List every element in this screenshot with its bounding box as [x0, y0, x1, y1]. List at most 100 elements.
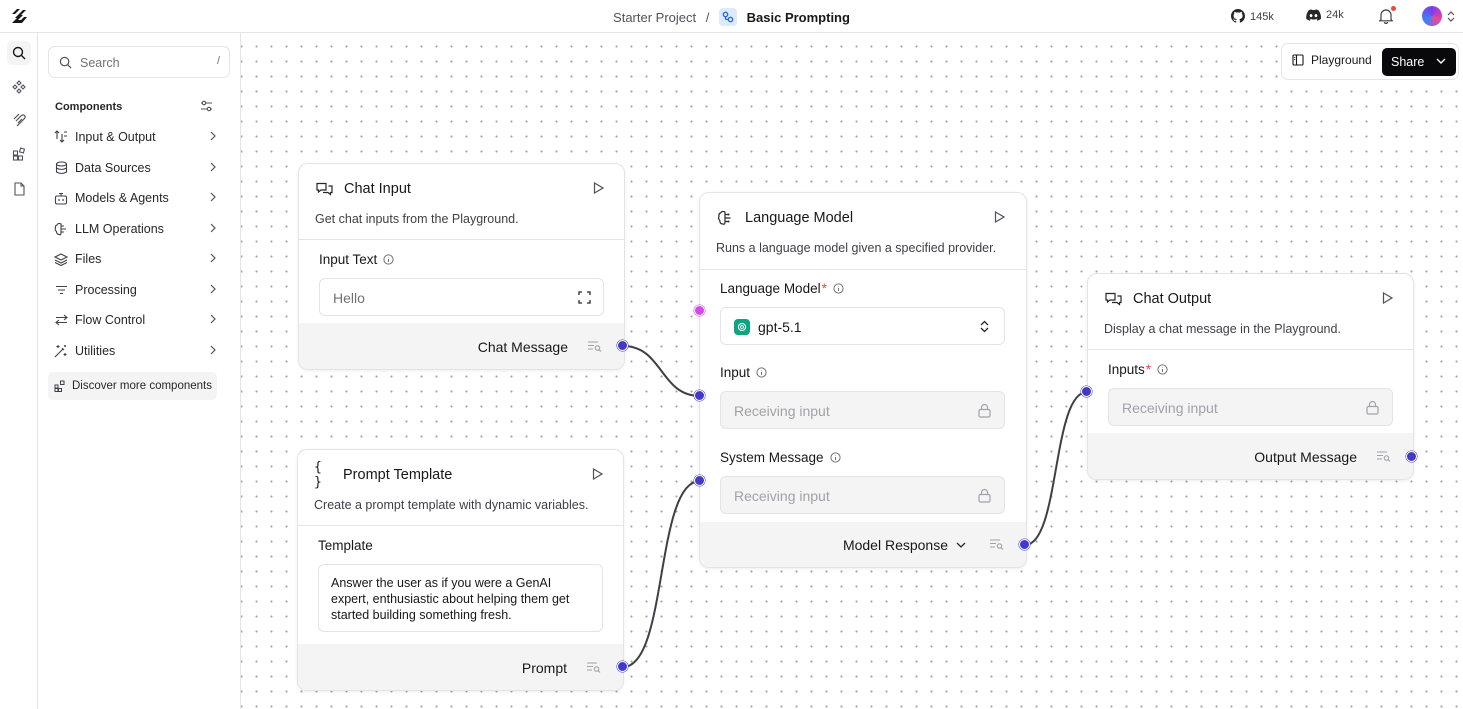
sidebar-category-llm-operations[interactable]: LLM Operations [54, 217, 216, 241]
play-icon[interactable] [592, 468, 603, 480]
components-sidebar: Search / Components Input & Output Data … [38, 33, 241, 709]
output-label[interactable]: Model Response [842, 537, 948, 553]
node-description: Create a prompt template with dynamic va… [314, 498, 589, 512]
field-label-text: Input [720, 365, 751, 380]
chat-output-output-handle[interactable] [1406, 451, 1417, 462]
play-icon[interactable] [593, 182, 604, 194]
sidebar-category-processing[interactable]: Processing [54, 278, 216, 302]
chat-output-node[interactable]: Chat Output Display a chat message in th… [1087, 273, 1414, 480]
field-label: Input [720, 365, 767, 380]
github-stars-count: 145k [1250, 11, 1274, 23]
rail-bundles[interactable] [7, 142, 31, 166]
bundles-icon [12, 147, 26, 161]
language-model-input-handle[interactable] [694, 305, 705, 316]
inspect-output-icon[interactable] [1376, 450, 1391, 462]
chevron-right-icon [210, 314, 216, 324]
app-logo-icon[interactable] [10, 8, 28, 24]
playground-button[interactable]: Playground [1292, 53, 1372, 67]
chat-output-input-handle[interactable] [1081, 386, 1092, 397]
info-icon[interactable] [1157, 364, 1168, 375]
model-select[interactable]: gpt-5.1 [720, 307, 1005, 345]
arrows-swap-icon [54, 313, 68, 327]
chevron-down-icon[interactable] [956, 542, 966, 548]
chat-input-output-handle[interactable] [617, 340, 628, 351]
input-target-handle[interactable] [694, 390, 705, 401]
required-mark: * [1145, 362, 1152, 377]
sidebar-category-input-output[interactable]: Input & Output [54, 125, 216, 149]
sidebar-category-label: Data Sources [75, 161, 151, 175]
icon-rail [0, 33, 38, 709]
panel-icon [1292, 54, 1304, 66]
node-output-bar: Chat Message [299, 323, 624, 369]
chevron-right-icon [210, 192, 216, 202]
model-response-output-handle[interactable] [1019, 539, 1030, 550]
components-icon [12, 80, 26, 94]
info-icon[interactable] [833, 283, 844, 294]
brain-circuit-icon [716, 209, 734, 227]
prompt-template-node[interactable]: { } Prompt Template Create a prompt temp… [297, 449, 624, 691]
sidebar-category-flow-control[interactable]: Flow Control [54, 308, 216, 332]
node-divider [1088, 349, 1413, 350]
sidebar-category-label: Files [75, 252, 102, 266]
sidebar-category-label: Utilities [75, 344, 116, 358]
chevron-right-icon [210, 345, 216, 355]
discord-members[interactable]: 24k [1306, 9, 1344, 21]
github-stars[interactable]: 145k [1231, 9, 1274, 23]
input-field: Receiving input [720, 391, 1005, 429]
store-blocks-icon [54, 380, 65, 392]
search-input[interactable]: Search / [48, 46, 230, 78]
rail-components[interactable] [7, 75, 31, 99]
share-button[interactable]: Share [1382, 48, 1456, 76]
info-icon[interactable] [829, 452, 841, 463]
prompt-output-handle[interactable] [617, 661, 628, 672]
inspect-output-icon[interactable] [587, 340, 602, 352]
play-icon[interactable] [1382, 292, 1393, 304]
openai-icon [734, 319, 750, 335]
info-icon[interactable] [383, 254, 394, 265]
sidebar-category-data-sources[interactable]: Data Sources [54, 156, 216, 180]
input-text-field[interactable]: Hello [319, 278, 604, 316]
rail-mcp[interactable] [7, 108, 31, 132]
inspect-output-icon[interactable] [586, 661, 601, 673]
info-icon[interactable] [756, 367, 767, 378]
search-icon [12, 46, 26, 60]
node-title: Language Model [745, 210, 854, 226]
lock-icon [978, 403, 991, 418]
sidebar-category-models-agents[interactable]: Models & Agents [54, 186, 216, 210]
lock-icon [978, 488, 991, 503]
node-divider [298, 525, 623, 526]
chat-input-node[interactable]: Chat Input Get chat inputs from the Play… [298, 163, 625, 370]
field-label: Input Text [319, 252, 394, 267]
user-avatar[interactable] [1422, 6, 1442, 26]
sidebar-category-files[interactable]: Files [54, 247, 216, 271]
system-message-target-handle[interactable] [694, 475, 705, 486]
flow-icon [719, 8, 738, 26]
play-icon[interactable] [994, 211, 1005, 223]
field-label: Language Model* [720, 281, 844, 296]
output-label: Output Message [1254, 449, 1357, 465]
sidebar-category-utilities[interactable]: Utilities [54, 339, 216, 363]
sidebar-category-label: Models & Agents [75, 191, 169, 205]
chevron-updown-icon[interactable] [1447, 11, 1455, 22]
expand-icon[interactable] [578, 291, 591, 304]
rail-notes[interactable] [7, 177, 31, 201]
template-line: Answer the user as if you were a GenAI [331, 576, 552, 590]
node-description: Display a chat message in the Playground… [1104, 322, 1341, 336]
notifications-bell-icon[interactable] [1379, 8, 1393, 24]
discord-icon [1306, 9, 1321, 21]
node-output-bar: Output Message [1088, 433, 1413, 479]
template-textarea[interactable]: Answer the user as if you were a GenAI e… [318, 564, 603, 632]
sliders-icon[interactable] [200, 100, 213, 112]
chat-bubbles-icon [315, 180, 333, 198]
breadcrumb-project[interactable]: Starter Project [613, 10, 697, 25]
inspect-output-icon[interactable] [989, 538, 1004, 550]
flow-name[interactable]: Basic Prompting [746, 10, 850, 25]
language-model-node[interactable]: Language Model Runs a language model giv… [699, 192, 1027, 568]
layers-icon [54, 252, 68, 266]
discover-more-components-button[interactable]: Discover more components [48, 372, 217, 400]
field-label-text: Input Text [319, 252, 378, 267]
sidebar-category-label: Processing [75, 283, 137, 297]
top-bar: Starter Project / Basic Prompting 145k 2… [0, 0, 1463, 33]
rail-search[interactable] [7, 41, 31, 65]
node-divider [299, 239, 624, 240]
